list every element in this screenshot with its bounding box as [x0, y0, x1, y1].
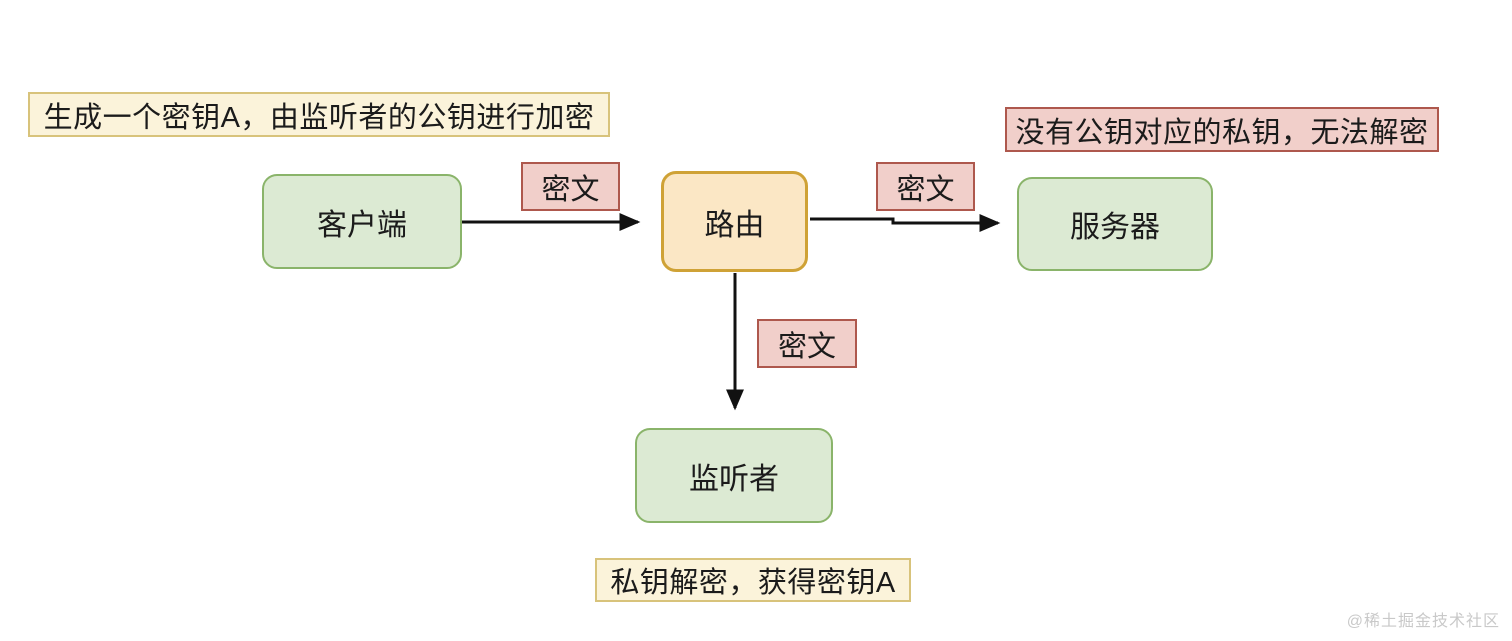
edge-label-ciphertext-router-listener: 密文 [757, 319, 857, 368]
annotation-generate-key: 生成一个密钥A，由监听者的公钥进行加密 [28, 92, 610, 137]
edge-label-ciphertext-router-server: 密文 [876, 162, 975, 211]
node-listener: 监听者 [635, 428, 833, 523]
node-router: 路由 [661, 171, 808, 272]
annotation-no-private-key: 没有公钥对应的私钥，无法解密 [1005, 107, 1439, 152]
edge-router-server [810, 214, 1001, 232]
annotation-private-key-decrypt: 私钥解密，获得密钥A [595, 558, 911, 602]
node-server: 服务器 [1017, 177, 1213, 271]
node-client: 客户端 [262, 174, 462, 269]
edge-label-ciphertext-client-router: 密文 [521, 162, 620, 211]
watermark-juejin-community: @稀土掘金技术社区 [1346, 613, 1500, 630]
